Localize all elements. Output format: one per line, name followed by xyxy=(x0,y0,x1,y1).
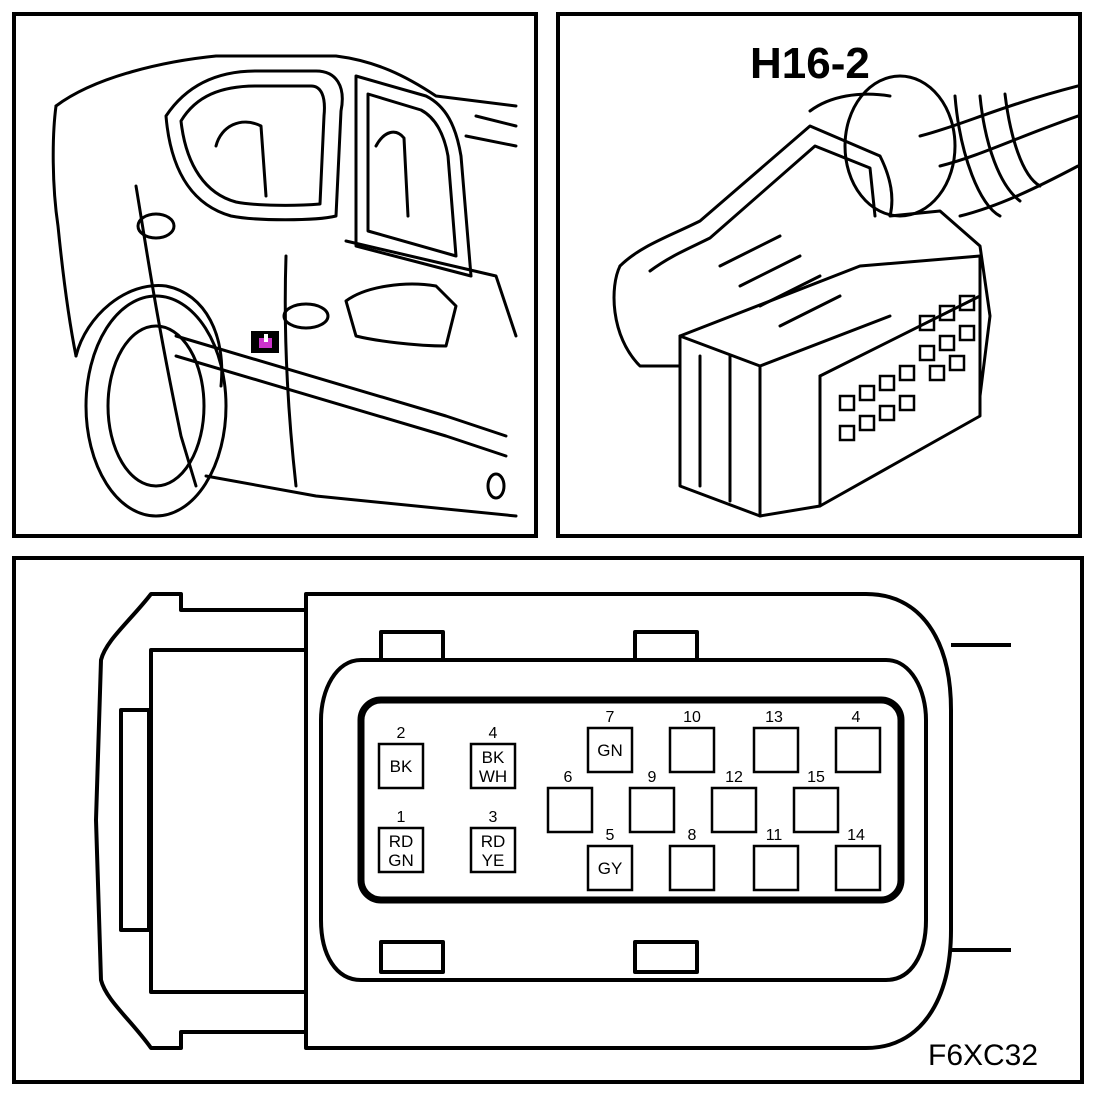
pin-cavity-7: 7GN xyxy=(586,709,634,774)
vehicle-location-panel xyxy=(12,12,538,538)
pin-number: 2 xyxy=(397,725,406,742)
pin-cavity-2: 2BK xyxy=(377,725,425,790)
pin-number: 13 xyxy=(765,709,783,726)
pin-number: 14 xyxy=(847,827,865,844)
pin-number: 8 xyxy=(688,827,697,844)
pin-number: 15 xyxy=(807,769,825,786)
pin-cavity-4: 4 xyxy=(834,709,882,774)
wire-color: RD xyxy=(389,832,414,851)
pin-number: 12 xyxy=(725,769,743,786)
figure-code: F6XC32 xyxy=(928,1039,1038,1072)
pin-number: 1 xyxy=(397,809,406,826)
pin-number: 7 xyxy=(606,709,615,726)
pin-cavity-9: 9 xyxy=(628,769,676,834)
pin-box xyxy=(752,844,800,892)
connector-isometric-drawing: H16-2 xyxy=(612,39,1078,518)
pin-number: 6 xyxy=(564,769,573,786)
pin-box xyxy=(710,786,758,834)
pin-cavity-6: 6 xyxy=(546,769,594,834)
pin-field xyxy=(357,696,905,904)
pin-box xyxy=(586,844,634,892)
connector-housing xyxy=(304,592,953,1050)
pin-box xyxy=(377,742,425,790)
pin-box xyxy=(377,826,425,874)
pin-number: 3 xyxy=(489,809,498,826)
pin-number: 11 xyxy=(766,827,783,844)
pin-box xyxy=(586,726,634,774)
pin-number: 10 xyxy=(683,709,701,726)
pin-number: 4 xyxy=(852,709,861,726)
pin-cavity-10: 10 xyxy=(668,709,716,774)
wire-color: GN xyxy=(388,851,414,870)
wire-color: YE xyxy=(482,851,505,870)
pin-box xyxy=(469,826,517,874)
wire-color: GY xyxy=(598,859,623,878)
pin-box xyxy=(546,786,594,834)
vehicle-door-drawing xyxy=(51,54,518,518)
pin-cavity-14: 14 xyxy=(834,827,882,892)
wire-color: BK xyxy=(482,748,505,767)
pin-cavity-12: 12 xyxy=(710,769,758,834)
pin-box xyxy=(834,844,882,892)
connector-view-panel: H16-2 xyxy=(556,12,1082,538)
connector-id-title: H16-2 xyxy=(750,39,870,88)
pin-box xyxy=(792,786,840,834)
pin-cavity-5: 5GY xyxy=(586,827,634,892)
pin-cavity-11: 11 xyxy=(752,827,800,892)
wire-color: WH xyxy=(479,767,507,786)
pin-box xyxy=(469,742,517,790)
wire-color: BK xyxy=(390,757,413,776)
pin-cavity-13: 13 xyxy=(752,709,800,774)
pin-number: 5 xyxy=(606,827,615,844)
connector-location-marker xyxy=(251,331,279,353)
connector-latch xyxy=(94,592,308,1050)
pin-box xyxy=(628,786,676,834)
wire-color: GN xyxy=(597,741,623,760)
pin-number: 4 xyxy=(489,725,498,742)
pin-box xyxy=(668,844,716,892)
wire-color: RD xyxy=(481,832,506,851)
pin-cavity-15: 15 xyxy=(792,769,840,834)
pin-box xyxy=(668,726,716,774)
pin-cavity-8: 8 xyxy=(668,827,716,892)
pin-box xyxy=(752,726,800,774)
pin-box xyxy=(834,726,882,774)
pin-number: 9 xyxy=(648,769,657,786)
